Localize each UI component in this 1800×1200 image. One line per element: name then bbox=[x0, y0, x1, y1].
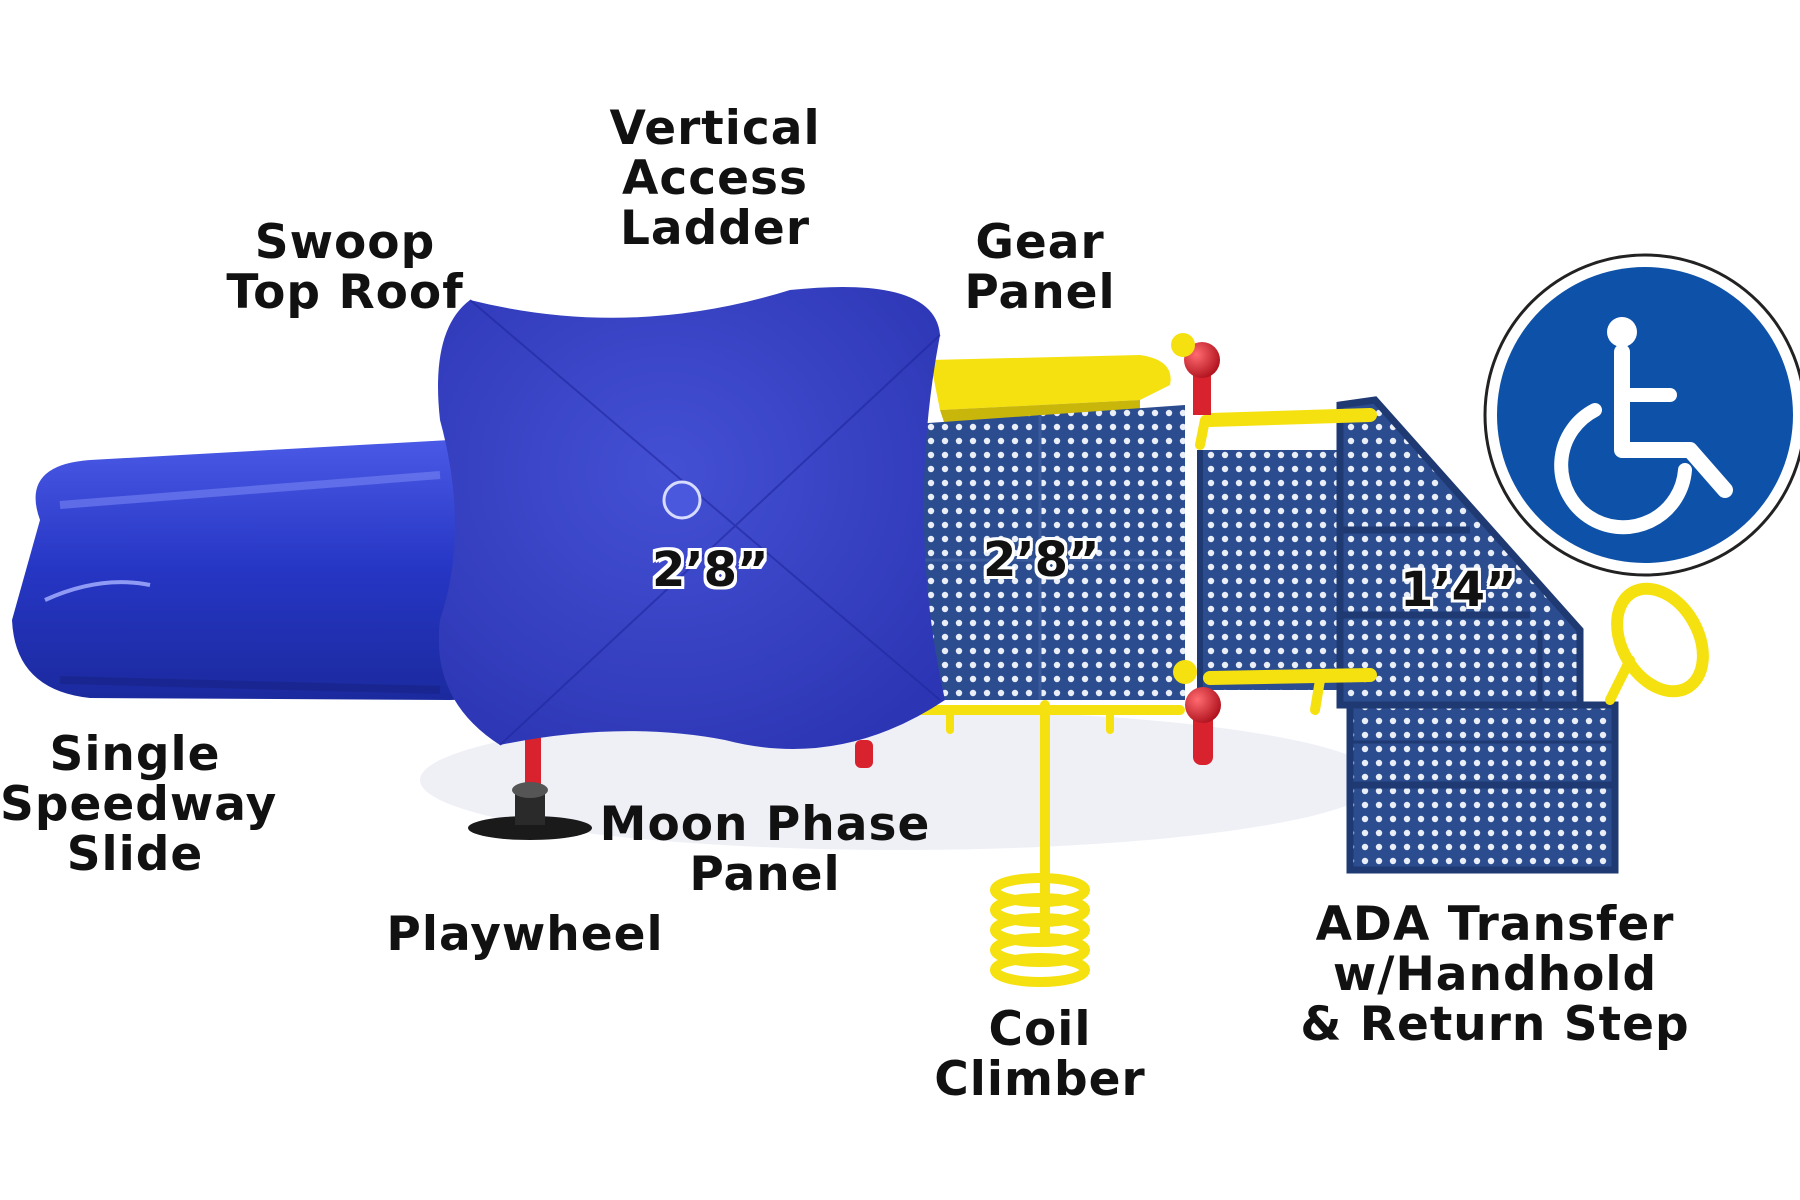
red-posts bbox=[525, 333, 1221, 785]
return-step-shape bbox=[1346, 701, 1619, 874]
coil-climber-shape bbox=[990, 873, 1090, 987]
label-moon-phase-panel: Moon Phase Panel bbox=[599, 797, 931, 902]
slide-shape bbox=[12, 440, 480, 700]
dimension-roof-deck: 2’8” bbox=[652, 542, 769, 598]
label-single-speedway-slide: Single Speedway Slide bbox=[0, 727, 278, 882]
playwheel-shape bbox=[468, 782, 592, 840]
ada-transfer-shape bbox=[1336, 396, 1584, 709]
label-ada-transfer: ADA Transfer w/Handhold & Return Step bbox=[1300, 897, 1690, 1052]
wheelchair-accessibility-icon bbox=[1483, 253, 1800, 577]
label-vertical-access-ladder: Vertical Access Ladder bbox=[609, 101, 821, 256]
label-playwheel: Playwheel bbox=[386, 907, 664, 962]
dimension-transfer-step: 1’4” bbox=[1400, 562, 1517, 618]
label-swoop-top-roof: Swoop Top Roof bbox=[226, 215, 464, 320]
dimension-center-deck: 2’8” bbox=[983, 532, 1100, 588]
roof-shape bbox=[438, 287, 945, 749]
label-coil-climber: Coil Climber bbox=[934, 1002, 1146, 1107]
label-gear-panel: Gear Panel bbox=[964, 215, 1116, 320]
center-deck-shape bbox=[900, 405, 1340, 700]
